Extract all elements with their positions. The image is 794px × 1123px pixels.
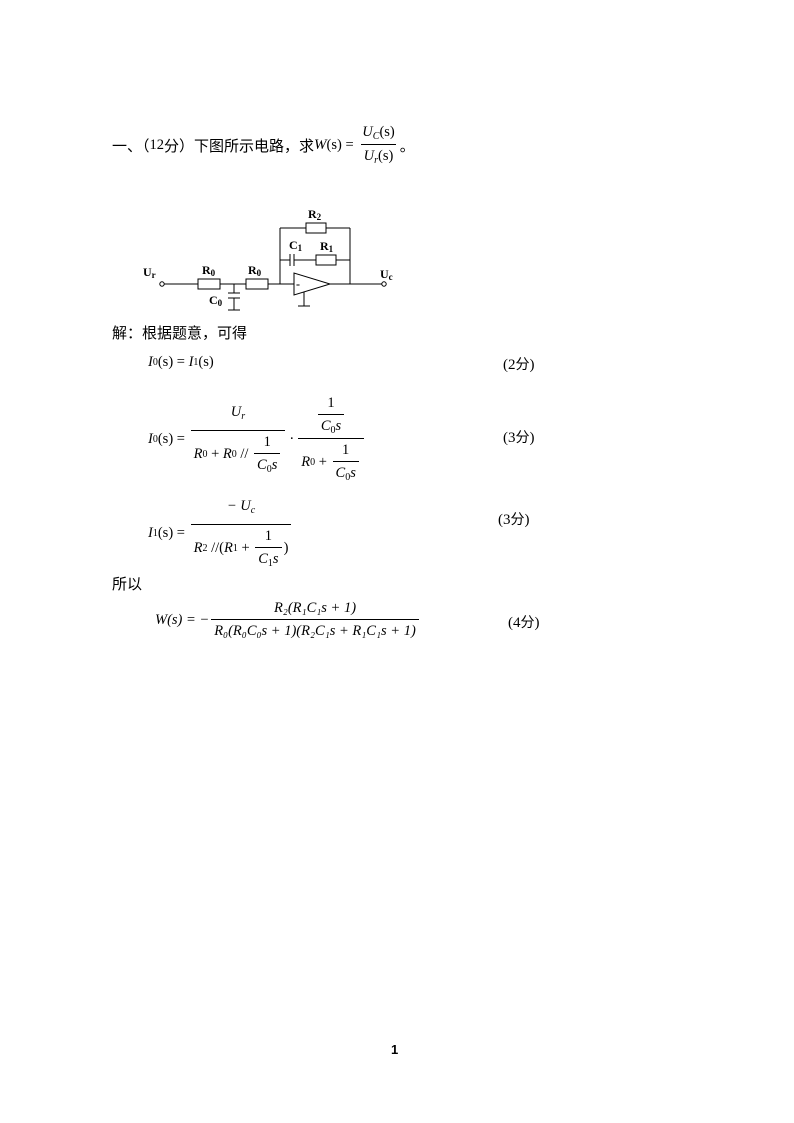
question-fraction: UC(s) Ur(s) [360, 124, 397, 166]
page-number: 1 [391, 1042, 399, 1057]
label-opamp-minus: - [296, 277, 300, 291]
label-r0a: R0 [202, 263, 216, 278]
solution-intro: 解：根据题意，可得 [112, 324, 248, 342]
question-line: 一、（ 12 分 ）下图所示电路，求 W (s) = UC(s) Ur(s) 。 [112, 124, 415, 166]
question-points-unit: 分 [164, 136, 180, 155]
question-prefix: 一、（ [112, 136, 150, 155]
score-eq4: (4分) [508, 615, 540, 631]
label-input: Ur [143, 265, 156, 280]
score-eq3: (3分) [498, 512, 530, 528]
equation-4: W(s) = − R₂(R₁C₁s + 1) R₀(R₀C₀s + 1)(R₂C… [155, 600, 421, 640]
question-text: ）下图所示电路，求 [179, 136, 315, 155]
label-c0: C0 [209, 293, 223, 308]
question-arg: (s) = [326, 136, 358, 153]
solution-so: 所以 [112, 575, 143, 593]
question-end: 。 [399, 136, 415, 155]
question-points: 12 [149, 136, 165, 153]
label-r2: R2 [308, 207, 322, 222]
label-output: Uc [380, 267, 393, 282]
eq4-fraction: R₂(R₁C₁s + 1) R₀(R₀C₀s + 1)(R₂C₁s + R₁C₁… [211, 600, 419, 640]
question-func: W [314, 136, 327, 153]
circuit-diagram: Ur R0 R0 C0 R2 C1 R1 Uc - [143, 207, 393, 311]
label-r1: R1 [320, 239, 334, 254]
score-eq1: (2分) [503, 357, 535, 373]
label-c1: C1 [289, 238, 303, 253]
label-r0b: R0 [248, 263, 262, 278]
score-eq2: (3分) [503, 430, 535, 446]
